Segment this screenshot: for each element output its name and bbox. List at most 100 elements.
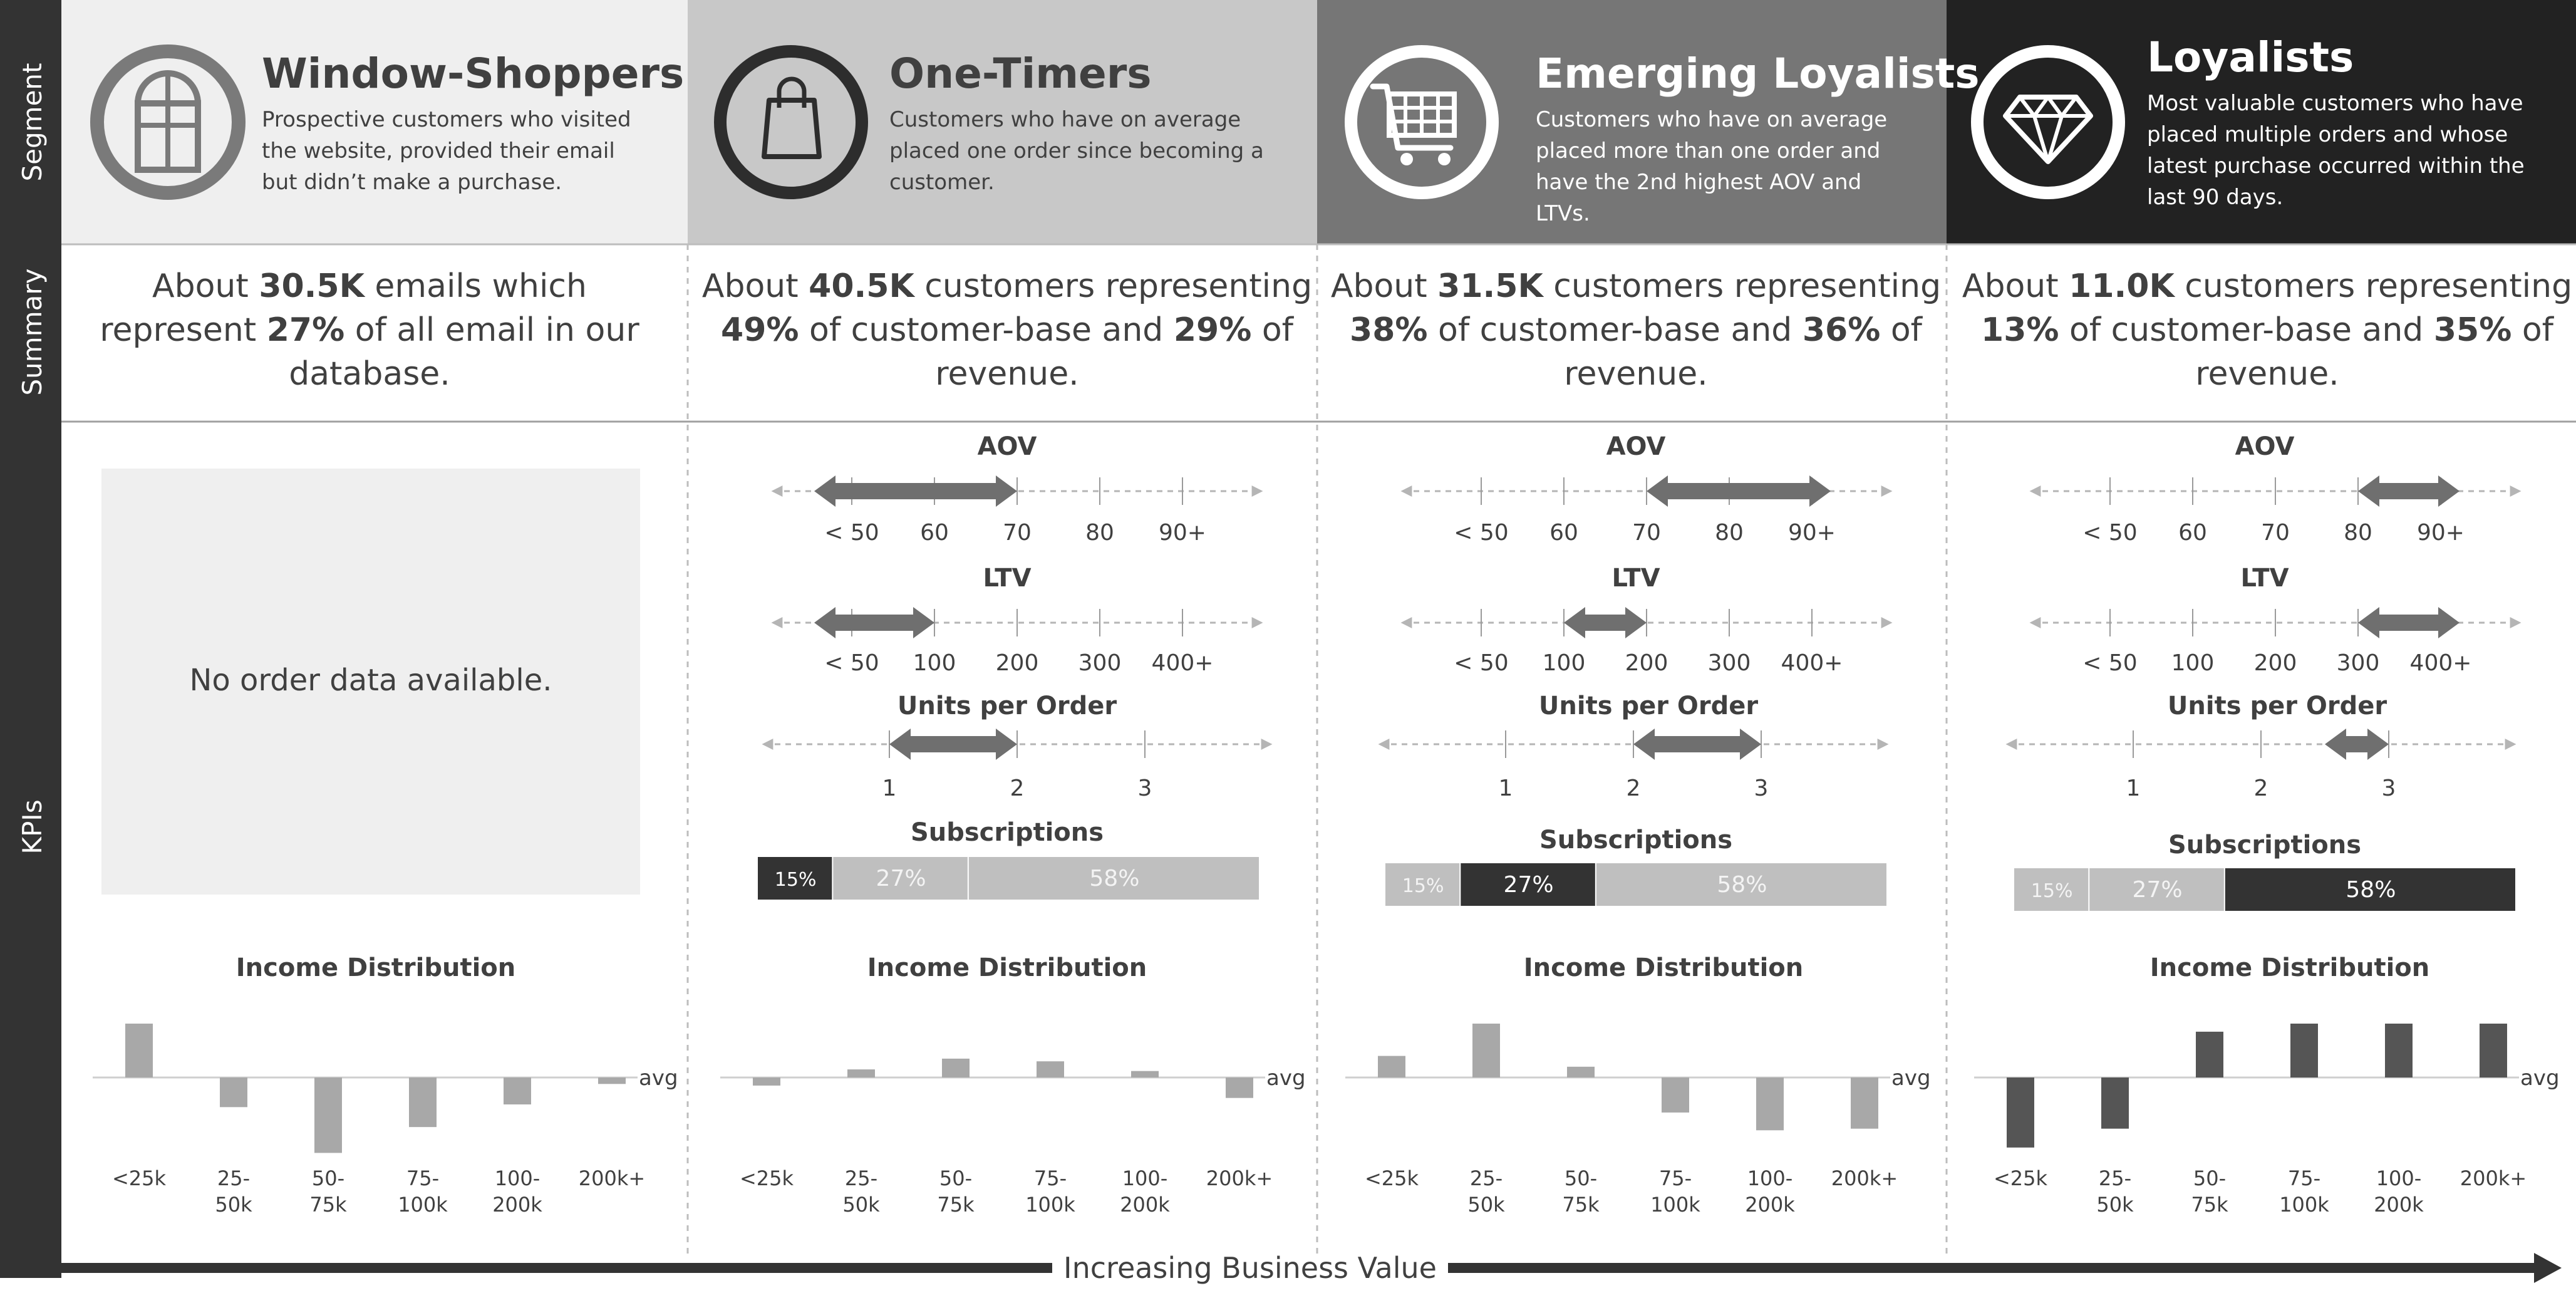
subscription-label: 15% [1402,875,1444,897]
income-category-label: 25-50k [1467,1166,1505,1217]
income-category-label: 100-200k [1745,1166,1795,1217]
summary-text: of [1880,311,1923,349]
tick-label: < 50 [2082,520,2137,546]
tick-label: 70 [2261,520,2290,546]
income-category-line: 25- [845,1166,877,1190]
income-category-line: 50- [939,1166,972,1190]
subscriptions-bar-emerging-loyalists: 15%27%58% [1385,863,1886,906]
summary-text: of [1251,311,1294,349]
income-category-line: 100- [2376,1166,2422,1190]
income-category-line: 25- [2099,1166,2131,1190]
income-category-line: 50k [215,1193,252,1217]
summary-loyalists: About 11.0K customers representing 13% of… [1962,267,2572,393]
shopping-cart-icon [1345,45,1499,199]
range-arrow [2358,607,2460,638]
summary-highlight: 30.5K [259,267,365,305]
income-category-label: 100-200k [492,1166,542,1217]
summary-line: 13% of customer-base and 35% of [1981,311,2555,349]
income-category-line: 100- [495,1166,541,1190]
summary-text: customers representing [914,267,1312,305]
income-category-label: <25k [1365,1166,1419,1190]
tick-label: 60 [2178,520,2207,546]
income-category-line: 50k [1467,1193,1505,1217]
tick-label: 3 [1138,776,1152,801]
income-category-label: 200k+ [579,1166,645,1190]
income-category-line: 200k+ [1831,1166,1898,1190]
subscriptions-title-loyalists: Subscriptions [2168,831,2361,859]
tick-label: 400+ [2410,650,2472,676]
tick-label: 80 [1085,520,1114,546]
no-order-data-message: No order data available. [189,663,552,698]
tick-label: 100 [1543,650,1586,676]
subscription-label: 15% [2031,880,2073,902]
income-category-label: 100-200k [2374,1166,2424,1217]
summary-text: of customer-base and [1428,311,1803,349]
tick-label: 200 [2254,650,2297,676]
income-category-line: <25k [740,1166,794,1190]
row-label-sidebar [0,0,61,1278]
subscription-segment [2225,868,2515,911]
summary-highlight: 38% [1350,311,1427,349]
summary-line: About 40.5K customers representing [702,267,1312,305]
segment-title-loyalists: Loyalists [2147,33,2354,81]
income-category-line: 100k [2279,1193,2329,1217]
subscriptions-title-one-timers: Subscriptions [911,818,1104,847]
tick-label: 200 [1625,650,1668,676]
subscription-segment [1385,863,1460,906]
income-bar [1472,1024,1500,1077]
income-category-line: 50- [2193,1166,2226,1190]
income-category-line: 200k [1120,1193,1170,1217]
subscription-charts: 15%27%58%15%27%58%15%27%58% [758,857,2515,911]
footer-arrow-shaft [1448,1263,2538,1273]
income-category-line: 75- [1659,1166,1692,1190]
shopping-bag-icon [714,45,868,199]
income-avg-label: avg [1891,1066,1931,1091]
summary-text: of customer-base and [2059,311,2434,349]
segment-description-one-timers: Customers who have on average placed one… [889,107,1271,195]
subscription-label: 27% [2133,877,2183,903]
income-category-label: 50-75k [2191,1166,2228,1217]
aov-title-one-timers: AOV [978,432,1037,461]
tick-label: 100 [2171,650,2215,676]
units-title-one-timers: Units per Order [897,692,1117,720]
income-bar [2007,1077,2034,1148]
tick-label: 3 [1754,776,1769,801]
income-category-label: 200k+ [1831,1166,1898,1190]
tick-label: 2 [1010,776,1025,801]
summary-line: About 30.5K emails which [152,267,587,305]
summary-highlight: 29% [1174,311,1251,349]
income-category-line: 200k [1745,1193,1795,1217]
income-category-label: 75-100k [1025,1166,1075,1217]
income-bar [1131,1071,1159,1077]
income-category-line: 100k [1025,1193,1075,1217]
tick-label: 400+ [1781,650,1843,676]
summary-line: revenue. [2195,355,2339,393]
income-bar [1567,1066,1595,1077]
summary-line: About 11.0K customers representing [1962,267,2572,305]
income-title-emerging-loyalists: Income Distribution [1524,953,1803,982]
income-bar [1037,1061,1064,1077]
segment-description-window-shoppers: Prospective customers who visited the we… [262,107,638,195]
tick-label: 1 [882,776,897,801]
subscription-segment [2089,868,2224,911]
summary-text: emails which [365,267,587,305]
income-bar [1662,1077,1689,1113]
income-bar [2101,1077,2129,1129]
income-bar [220,1077,247,1108]
income-bar [1226,1077,1253,1098]
tick-label: 90+ [2417,520,2465,546]
income-category-line: 75k [2191,1193,2228,1217]
income-category-label: <25k [740,1166,794,1190]
range-arrow [2358,475,2460,507]
income-category-label: <25k [112,1166,167,1190]
segment-description-emerging-loyalists: Customers who have on average placed mor… [1536,107,1894,226]
tick-label: 300 [2337,650,2380,676]
income-bar [753,1077,780,1086]
income-bar [847,1069,875,1077]
income-bar [2385,1024,2413,1077]
